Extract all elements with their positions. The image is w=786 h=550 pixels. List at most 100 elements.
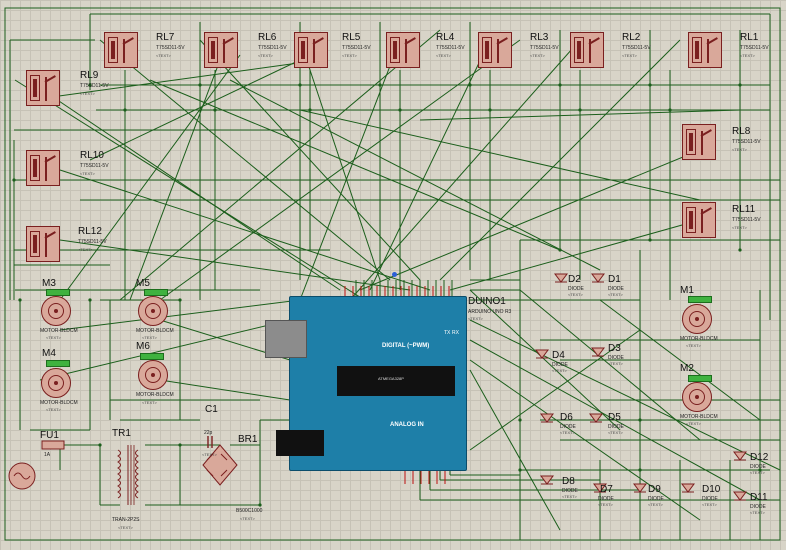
diode-text: <TEXT> [648,502,663,507]
relay-rl3[interactable] [478,32,512,68]
motor-text: <TEXT> [46,335,61,340]
capacitor-ref: C1 [205,404,218,415]
usb-port-icon [265,320,307,358]
switch-contact-icon [701,131,703,155]
coil-icon [208,37,218,63]
motor-m5[interactable] [138,296,168,326]
fuse-value: 1A [44,452,51,458]
relay-part: T75SD11-5V [258,45,287,51]
relay-part: T75SD11-5V [80,163,109,169]
relay-part: T75SD11-5V [740,45,769,51]
motor-status-badge [46,289,70,296]
ac-source-icon[interactable] [8,462,36,490]
relay-rl5[interactable] [294,32,328,68]
diode-part: DIODE [598,496,614,502]
relay-part: T75SD11-5V [78,239,107,245]
relay-ref: RL6 [258,32,277,43]
motor-m4[interactable] [41,368,71,398]
transformer-part: TRAN-2P2S [112,517,140,523]
switch-contact-icon [45,157,47,181]
motor-text: <TEXT> [686,343,701,348]
diode-part: DIODE [552,362,568,368]
switch-contact-icon [123,39,125,63]
relay-rl6[interactable] [204,32,238,68]
relay-part: T75SD11-5V [732,217,761,223]
diode-text: <TEXT> [750,510,765,515]
motor-m1[interactable] [682,304,712,334]
relay-rl2[interactable] [570,32,604,68]
relay-rl8[interactable] [682,124,716,160]
diode-text: <TEXT> [702,502,717,507]
motor-part: MOTOR-BLDCM [40,328,78,334]
motor-status-badge [144,289,168,296]
diode-part: DIODE [562,488,578,494]
diode-ref: D10 [702,484,721,495]
motor-status-badge [688,296,712,303]
relay-rl4[interactable] [386,32,420,68]
relay-ref: RL7 [156,32,175,43]
coil-icon [30,155,40,181]
power-jack-icon [276,430,324,456]
motor-status-badge [46,360,70,367]
relay-ref: RL2 [622,32,641,43]
relay-text: <TEXT> [740,53,755,58]
diode-text: <TEXT> [568,292,583,297]
pin-marker-icon [392,272,397,277]
motor-m2[interactable] [682,382,712,412]
relay-part: T75SD11-5V [530,45,559,51]
relay-rl10[interactable] [26,150,60,186]
switch-contact-icon [405,39,407,63]
diode-text: <TEXT> [562,494,577,499]
diode-part: DIODE [750,464,766,470]
motor-part: MOTOR-BLDCM [136,328,174,334]
coil-icon [692,37,702,63]
switch-contact-icon [45,233,47,257]
relay-part: T75SD11-5V [342,45,371,51]
diode-ref: D8 [562,476,575,487]
relay-rl11[interactable] [682,202,716,238]
diode-ref: D2 [568,274,581,285]
coil-icon [30,75,40,101]
relay-ref: RL3 [530,32,549,43]
relay-text: <TEXT> [258,53,273,58]
coil-icon [30,231,40,257]
transformer-text: <TEXT> [118,525,133,530]
bridge-part: B500C1000 [236,508,263,514]
relay-ref: RL10 [80,150,104,161]
motor-text: <TEXT> [686,421,701,426]
motor-text: <TEXT> [46,407,61,412]
capacitor-value: 22p [204,430,213,436]
diode-ref: D5 [608,412,621,423]
motor-ref: M1 [680,285,694,296]
relay-part: T75SD11-5V [732,139,761,145]
relay-rl9[interactable] [26,70,60,106]
tx-label: TX [444,330,451,336]
relay-text: <TEXT> [80,171,95,176]
relay-rl7[interactable] [104,32,138,68]
relay-text: <TEXT> [622,53,637,58]
diode-text: <TEXT> [608,361,623,366]
diode-text: <TEXT> [560,430,575,435]
diode-text: <TEXT> [552,368,567,373]
motor-ref: M5 [136,278,150,289]
digital-label: DIGITAL (~PWM) [382,343,430,349]
motor-part: MOTOR-BLDCM [680,414,718,420]
motor-status-badge [688,375,712,382]
switch-contact-icon [497,39,499,63]
arduino-text: <TEXT> [468,316,483,321]
motor-status-badge [140,353,164,360]
relay-text: <TEXT> [530,53,545,58]
motor-m6[interactable] [138,360,168,390]
relay-rl1[interactable] [688,32,722,68]
relay-text: <TEXT> [732,225,747,230]
motor-m3[interactable] [41,296,71,326]
diode-text: <TEXT> [608,292,623,297]
relay-rl12[interactable] [26,226,60,262]
diode-part: DIODE [568,286,584,292]
diode-text: <TEXT> [608,430,623,435]
relay-ref: RL5 [342,32,361,43]
relay-text: <TEXT> [436,53,451,58]
coil-icon [108,37,118,63]
